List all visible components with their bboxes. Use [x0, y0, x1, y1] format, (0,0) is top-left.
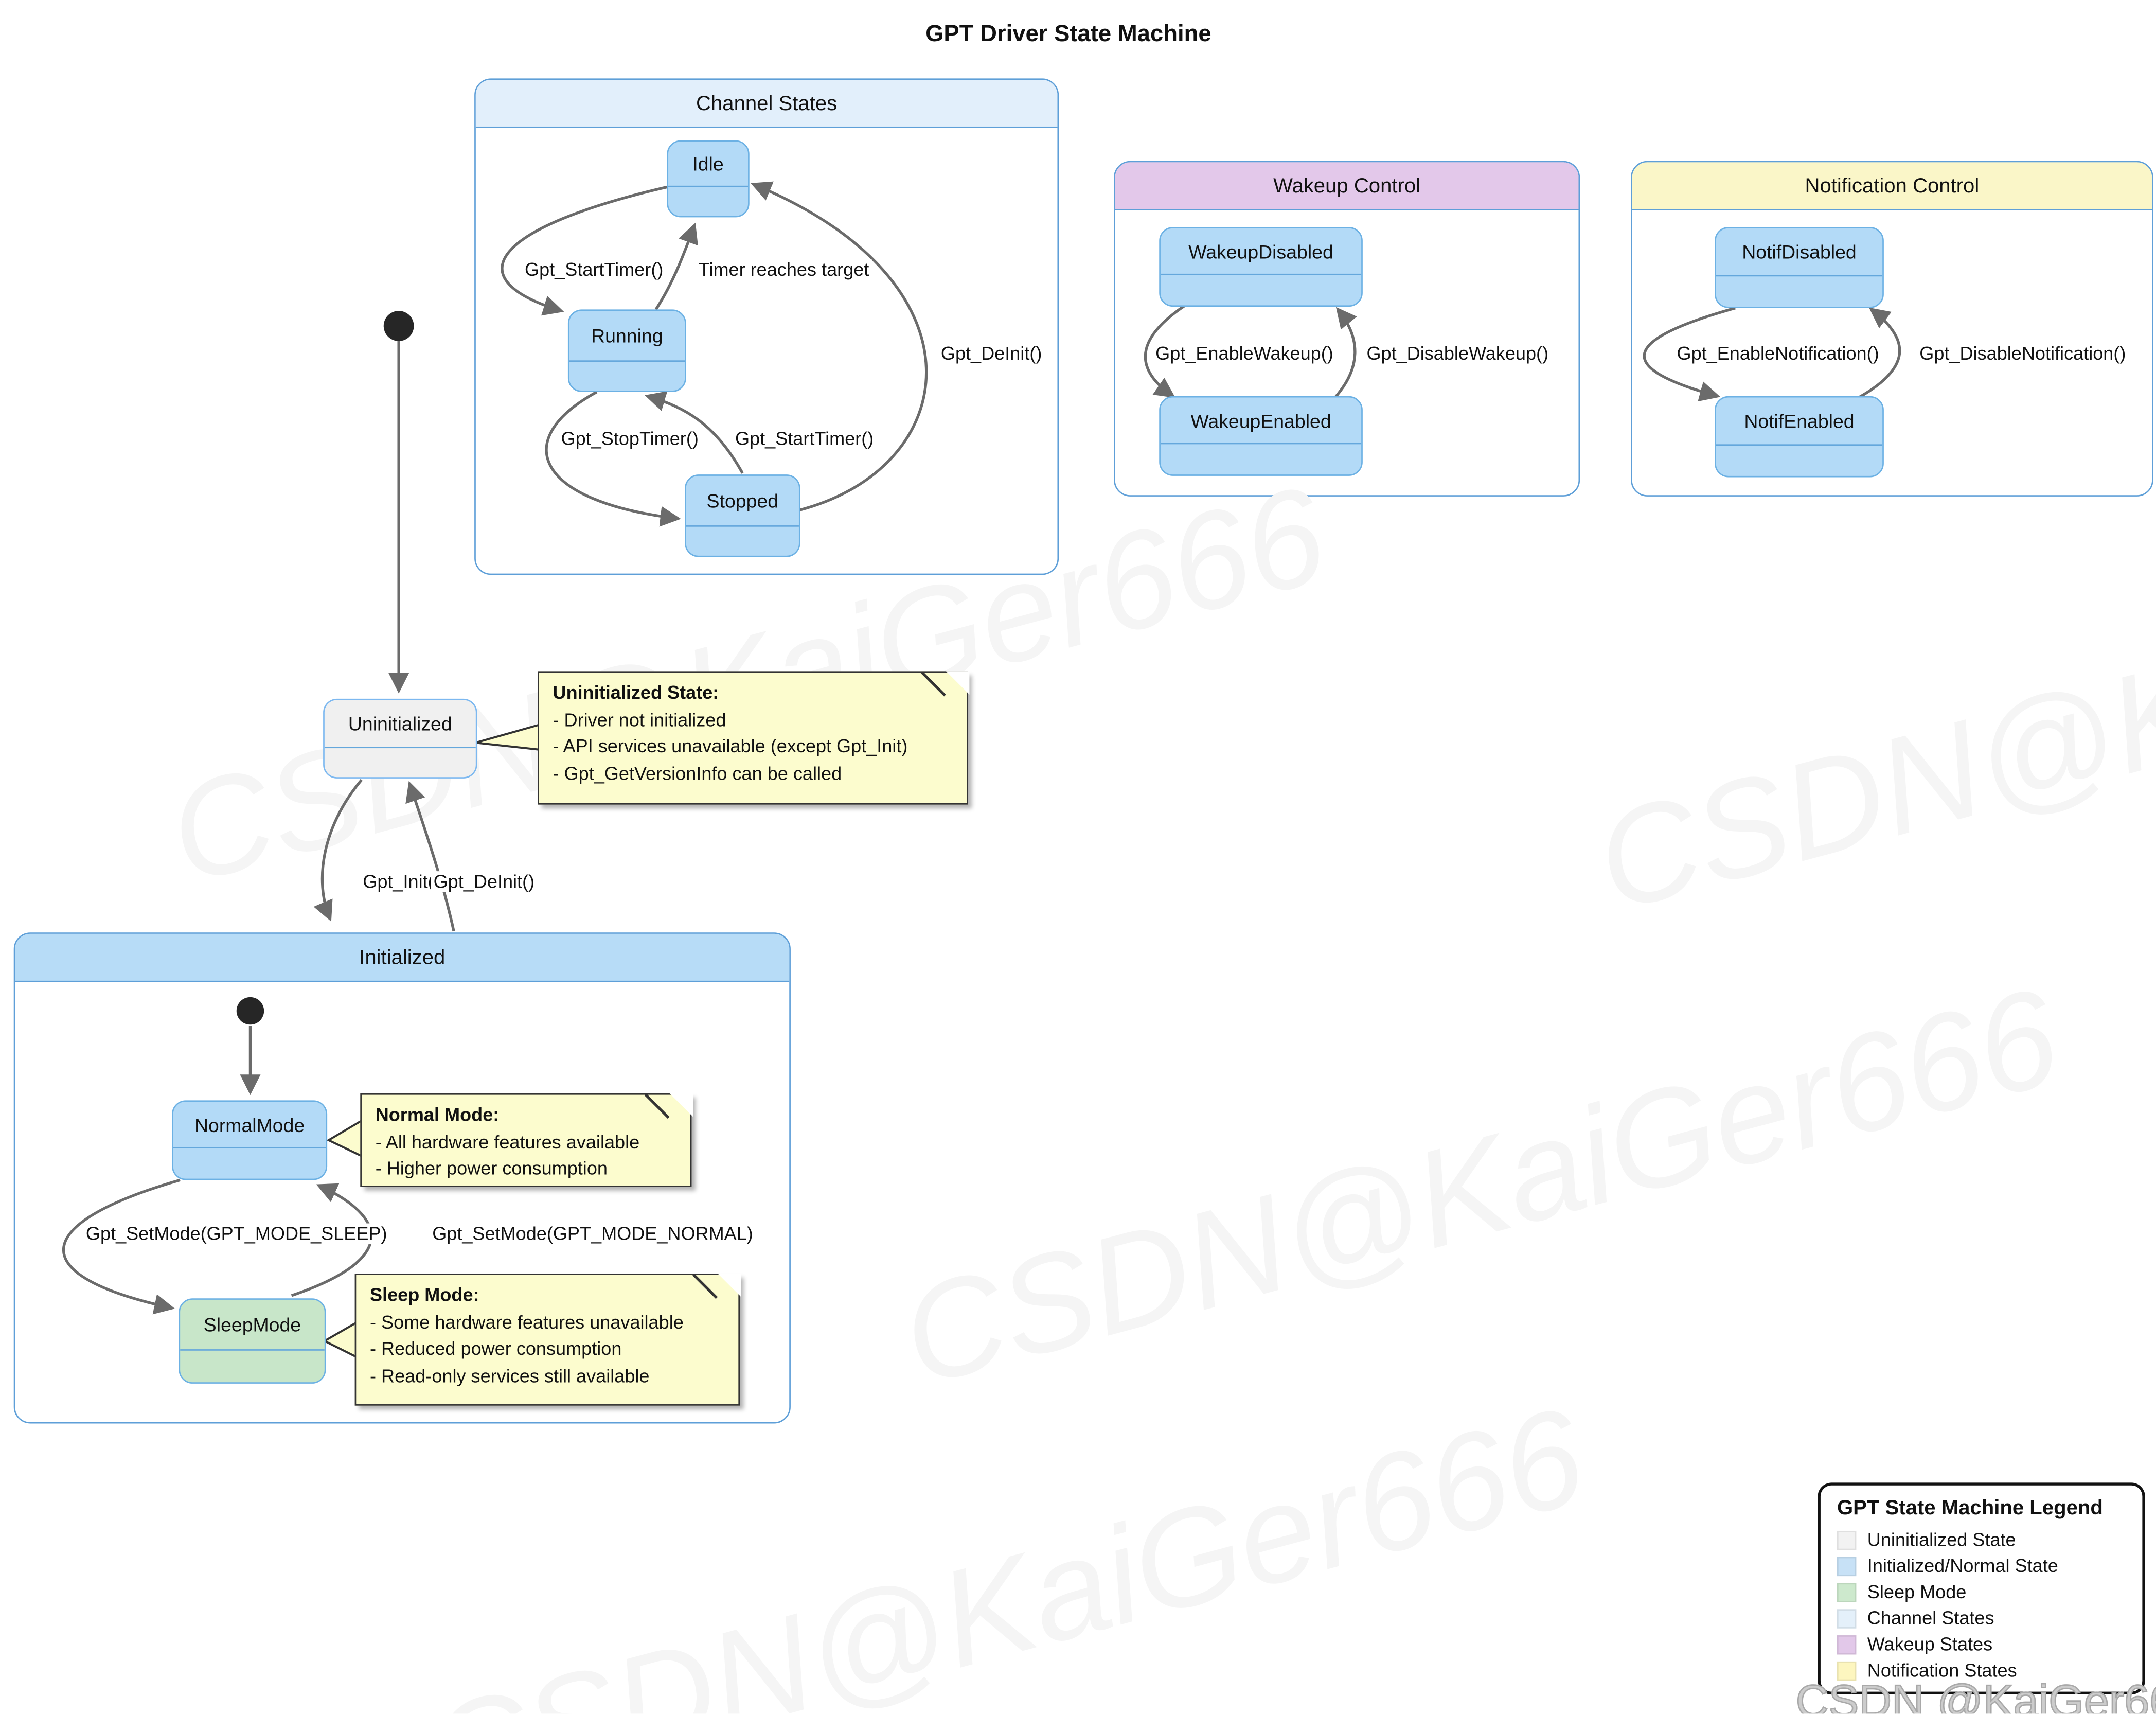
legend-item-initialized: Initialized/Normal State — [1837, 1553, 2134, 1579]
label-disable-wakeup: Gpt_DisableWakeup() — [1364, 343, 1552, 364]
legend-label: Uninitialized State — [1867, 1529, 2016, 1550]
state-notif-enabled: NotifEnabled — [1715, 396, 1884, 478]
state-stopped: Stopped — [685, 474, 800, 557]
legend-title: GPT State Machine Legend — [1837, 1496, 2103, 1520]
label-timer-reaches-target: Timer reaches target — [696, 259, 872, 280]
label-set-mode-sleep: Gpt_SetMode(GPT_MODE_SLEEP) — [83, 1223, 390, 1244]
legend-label: Notification States — [1867, 1660, 2017, 1681]
legend-item-uninitialized: Uninitialized State — [1837, 1527, 2134, 1553]
state-idle: Idle — [667, 140, 750, 218]
state-wakeup-enabled: WakeupEnabled — [1159, 396, 1363, 476]
label-stop-timer: Gpt_StopTimer() — [558, 428, 702, 449]
label-set-mode-normal: Gpt_SetMode(GPT_MODE_NORMAL) — [429, 1223, 756, 1244]
legend-label: Wakeup States — [1867, 1634, 1993, 1655]
cluster-initialized-header: Initialized — [15, 933, 790, 982]
label-disable-notification: Gpt_DisableNotification() — [1916, 343, 2129, 364]
cluster-wakeup-control-header: Wakeup Control — [1115, 162, 1579, 210]
cluster-notification-control: Notification Control — [1631, 161, 2153, 497]
legend-item-wakeup: Wakeup States — [1837, 1631, 2134, 1657]
label-gpt-init: Gpt_Init() — [360, 871, 443, 892]
legend-swatch-notification — [1837, 1660, 1857, 1680]
legend-swatch-channel — [1837, 1608, 1857, 1628]
legend-item-channel: Channel States — [1837, 1605, 2134, 1631]
state-running: Running — [567, 309, 686, 392]
note-sleep-mode: Sleep Mode: - Some hardware features una… — [354, 1273, 741, 1406]
note-fold-icon — [945, 670, 969, 694]
watermark-diagonal-2: CSDN@KaiGer666 — [1581, 485, 2156, 941]
page-title: GPT Driver State Machine — [925, 21, 1211, 47]
label-deinit-channel: Gpt_DeInit() — [938, 343, 1045, 364]
note-normal-mode: Normal Mode: - All hardware features ava… — [360, 1092, 692, 1187]
watermark-diagonal-3: CSDN@KaiGer666 — [887, 959, 2074, 1416]
legend-label: Channel States — [1867, 1607, 1994, 1629]
cluster-notification-control-header: Notification Control — [1632, 162, 2152, 210]
note-connector-uninitialized — [475, 723, 540, 751]
legend-item-notification: Notification States — [1837, 1657, 2134, 1684]
legend-label: Initialized/Normal State — [1867, 1556, 2058, 1577]
label-enable-notification: Gpt_EnableNotification() — [1674, 343, 1882, 364]
note-fold-icon — [669, 1092, 692, 1117]
state-sleep-mode: SleepMode — [179, 1298, 326, 1384]
label-enable-wakeup: Gpt_EnableWakeup() — [1152, 343, 1337, 364]
transition-uninitialized-to-initialized — [313, 779, 363, 922]
legend-swatch-wakeup — [1837, 1634, 1857, 1654]
watermark-diagonal-4: CSDN@KaiGer666 — [413, 1379, 1599, 1714]
state-wakeup-disabled: WakeupDisabled — [1159, 227, 1363, 307]
label-start-timer-idle: Gpt_StartTimer() — [522, 259, 666, 280]
note-uninitialized: Uninitialized State: - Driver not initia… — [538, 670, 969, 805]
label-start-timer-stopped: Gpt_StartTimer() — [732, 428, 877, 449]
note-fold-icon — [717, 1273, 741, 1297]
legend: GPT State Machine Legend Uninitialized S… — [1818, 1482, 2145, 1695]
legend-item-sleep: Sleep Mode — [1837, 1579, 2134, 1605]
state-normal-mode: NormalMode — [172, 1100, 328, 1180]
legend-swatch-initialized — [1837, 1556, 1857, 1576]
legend-swatch-uninitialized — [1837, 1530, 1857, 1550]
label-gpt-deinit: Gpt_DeInit() — [431, 871, 538, 892]
initial-state-dot — [383, 311, 414, 341]
transition-initialized-to-uninitialized — [405, 781, 455, 932]
legend-swatch-sleep — [1837, 1582, 1857, 1602]
state-uninitialized: Uninitialized — [323, 698, 477, 779]
cluster-channel-states-header: Channel States — [475, 80, 1058, 128]
state-notif-disabled: NotifDisabled — [1715, 227, 1884, 308]
legend-label: Sleep Mode — [1867, 1581, 1967, 1602]
